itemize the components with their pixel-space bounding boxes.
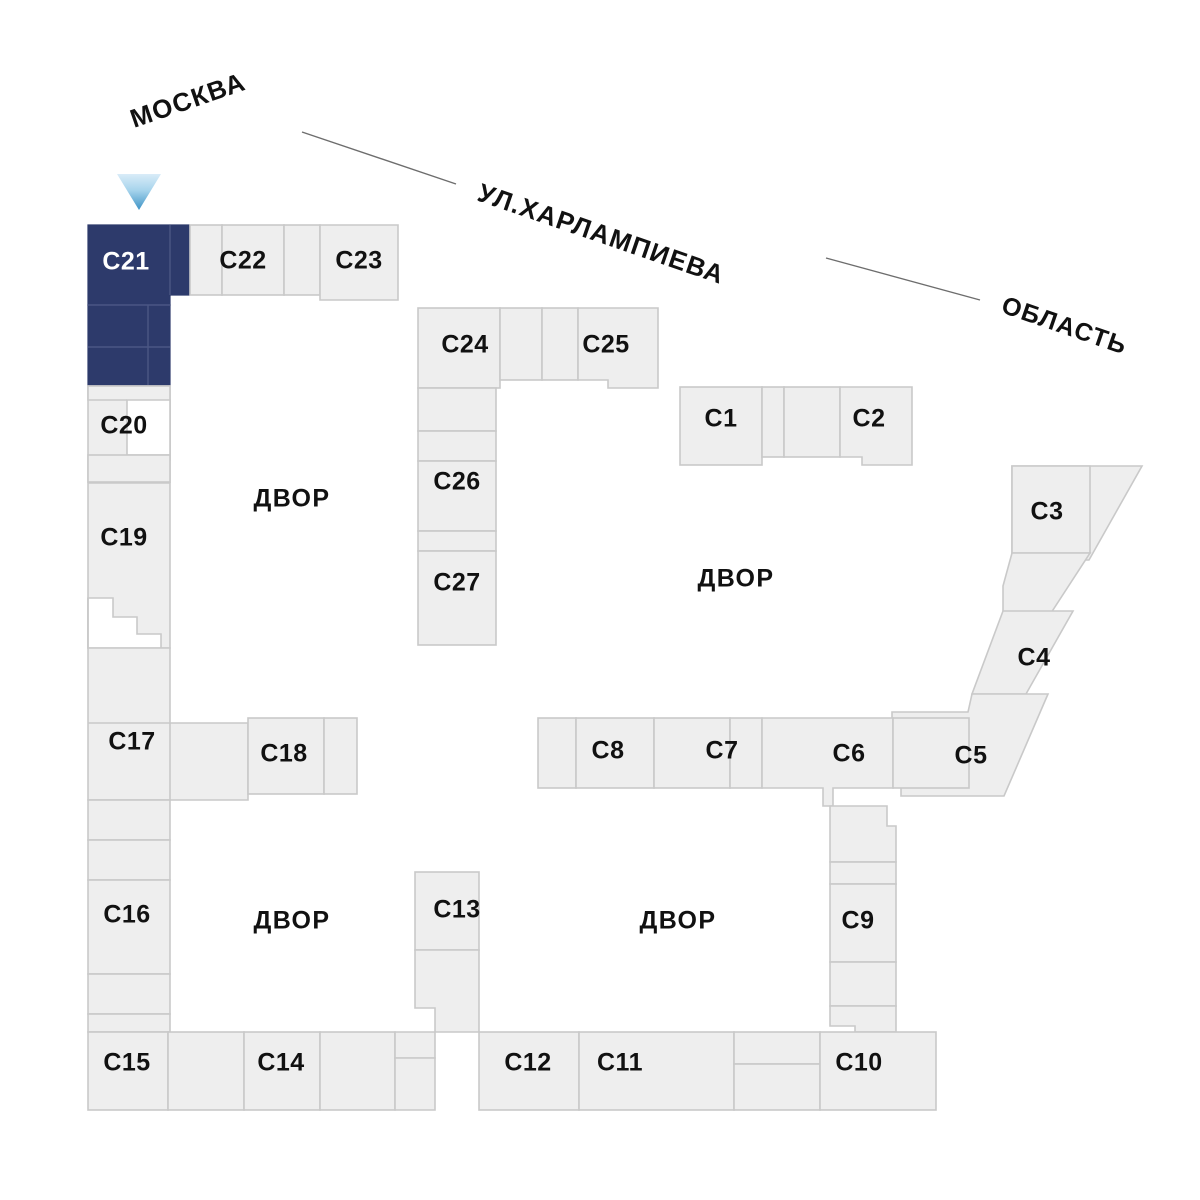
- block-shape-C12-left-b[interactable]: [394, 1057, 436, 1111]
- block-label-C26: C26: [433, 468, 480, 496]
- block-group-west-spine[interactable]: [87, 385, 249, 1111]
- block-shape-C9-top[interactable]: [829, 805, 897, 863]
- block-label-C9: C9: [842, 907, 875, 935]
- block-label-C16: C16: [103, 901, 150, 929]
- block-shape-row-west-end[interactable]: [537, 717, 577, 789]
- block-shape-C22-a[interactable]: [189, 224, 223, 296]
- block-label-C19: C19: [100, 524, 147, 552]
- block-shape-C17[interactable]: [87, 647, 249, 801]
- block-shape-C2[interactable]: [839, 386, 913, 466]
- block-shape-C23[interactable]: [319, 224, 399, 301]
- block-shape-C11[interactable]: [578, 1031, 735, 1111]
- block-shape-west-band-c[interactable]: [87, 973, 171, 1015]
- block-shape-C27[interactable]: [417, 550, 497, 646]
- block-shape-C18-b[interactable]: [323, 717, 358, 795]
- block-shape-bottom-band-c[interactable]: [733, 1063, 821, 1111]
- block-label-C14: C14: [257, 1049, 304, 1077]
- block-group-north-west[interactable]: [87, 224, 399, 386]
- block-label-C7: C7: [706, 737, 739, 765]
- yard-label-north-east: ДВОР: [698, 565, 775, 593]
- block-label-C4: C4: [1018, 644, 1051, 672]
- block-label-C12: C12: [504, 1049, 551, 1077]
- block-label-C27: C27: [433, 569, 480, 597]
- block-group-centre[interactable]: [417, 307, 659, 646]
- block-shape-centre-band-a[interactable]: [417, 387, 497, 432]
- block-group-C13[interactable]: [414, 871, 480, 1033]
- block-shape-C7[interactable]: [653, 717, 731, 789]
- block-shape-C22-b[interactable]: [221, 224, 285, 296]
- block-group-north-east[interactable]: [679, 386, 913, 466]
- block-shape-C12[interactable]: [478, 1031, 580, 1111]
- block-label-C18: C18: [260, 740, 307, 768]
- block-shape-C9[interactable]: [829, 883, 897, 963]
- block-shape-row-east-end[interactable]: [892, 717, 970, 789]
- block-shape-C24-b[interactable]: [499, 307, 543, 381]
- block-label-C17: C17: [108, 728, 155, 756]
- leader-line-moscow: [301, 131, 457, 185]
- block-label-C21: C21: [102, 248, 149, 276]
- block-shape-centre-band-b[interactable]: [417, 430, 497, 462]
- block-label-C8: C8: [592, 737, 625, 765]
- block-shape-C24-c[interactable]: [541, 307, 579, 381]
- block-shape-C15-b[interactable]: [167, 1031, 245, 1111]
- block-shape-C6[interactable]: [761, 717, 894, 807]
- block-shape-C22-c[interactable]: [283, 224, 321, 296]
- block-shape-C9-band-a[interactable]: [829, 861, 897, 885]
- yard-labels: ДВОР ДВОР ДВОР ДВОР: [254, 485, 775, 935]
- block-shape-C8[interactable]: [575, 717, 655, 789]
- block-shape-C16[interactable]: [87, 879, 171, 975]
- block-label-C1: C1: [705, 405, 738, 433]
- block-group-C9[interactable]: [829, 805, 897, 1033]
- block-shape-C9-foot[interactable]: [829, 1005, 897, 1033]
- block-label-C23: C23: [335, 247, 382, 275]
- block-label-C20: C20: [100, 412, 147, 440]
- yard-label-south-east: ДВОР: [640, 907, 717, 935]
- block-shape-C20-lower[interactable]: [87, 454, 171, 483]
- block-shape-bottom-band-a[interactable]: [319, 1031, 396, 1111]
- block-shape-C25[interactable]: [577, 307, 659, 389]
- block-label-C24: C24: [441, 331, 488, 359]
- block-label-C22: C22: [219, 247, 266, 275]
- block-label-C10: C10: [835, 1049, 882, 1077]
- block-label-C11: C11: [597, 1049, 643, 1077]
- block-shape-C13[interactable]: [414, 871, 480, 951]
- block-shape-west-band-a[interactable]: [87, 799, 171, 841]
- block-shape-west-band-d[interactable]: [87, 1013, 171, 1033]
- block-label-C2: C2: [853, 405, 886, 433]
- block-shape-bottom-band-b[interactable]: [733, 1031, 821, 1065]
- block-shape-C1-b[interactable]: [761, 386, 785, 458]
- block-group-C18[interactable]: [247, 717, 358, 795]
- block-label-C13: C13: [433, 896, 480, 924]
- block-shape-C18-a[interactable]: [247, 717, 325, 795]
- block-label-C5: C5: [955, 742, 988, 770]
- block-shape-C9-band-b[interactable]: [829, 961, 897, 1007]
- block-group-bottom-row[interactable]: [243, 1031, 937, 1111]
- block-shape-row-mid[interactable]: [729, 717, 763, 789]
- block-label-C25: C25: [582, 331, 629, 359]
- block-shape-west-band-b[interactable]: [87, 839, 171, 881]
- block-shape-C1[interactable]: [679, 386, 763, 466]
- block-shape-C15[interactable]: [87, 1031, 169, 1111]
- block-shape-C12-left[interactable]: [394, 1031, 436, 1059]
- block-shape-C13-foot[interactable]: [414, 949, 480, 1033]
- block-shape-C26[interactable]: [417, 460, 497, 532]
- block-shape-C14[interactable]: [243, 1031, 321, 1111]
- block-shape-C1-c[interactable]: [783, 386, 841, 458]
- label-region: ОБЛАСТЬ: [998, 291, 1131, 360]
- block-label-C3: C3: [1031, 498, 1064, 526]
- label-moscow: МОСКВА: [126, 66, 249, 133]
- block-shape-C24[interactable]: [417, 307, 501, 389]
- yard-label-south-west: ДВОР: [254, 907, 331, 935]
- road-leader-lines: [301, 131, 981, 301]
- block-label-C15: C15: [103, 1049, 150, 1077]
- block-label-C6: C6: [833, 740, 866, 768]
- yard-label-north-west: ДВОР: [254, 485, 331, 513]
- selected-block-marker-icon[interactable]: [117, 174, 161, 210]
- block-shape-C10[interactable]: [819, 1031, 937, 1111]
- label-street-harlampieva: УЛ.ХАРЛАМПИЕВА: [474, 177, 729, 290]
- block-shape-centre-band-c[interactable]: [417, 530, 497, 552]
- leader-line-region: [825, 257, 981, 301]
- block-labels: C21 C22 C23 C24 C25 C26 C27 C1 C2 C3 C4 …: [100, 247, 1063, 1077]
